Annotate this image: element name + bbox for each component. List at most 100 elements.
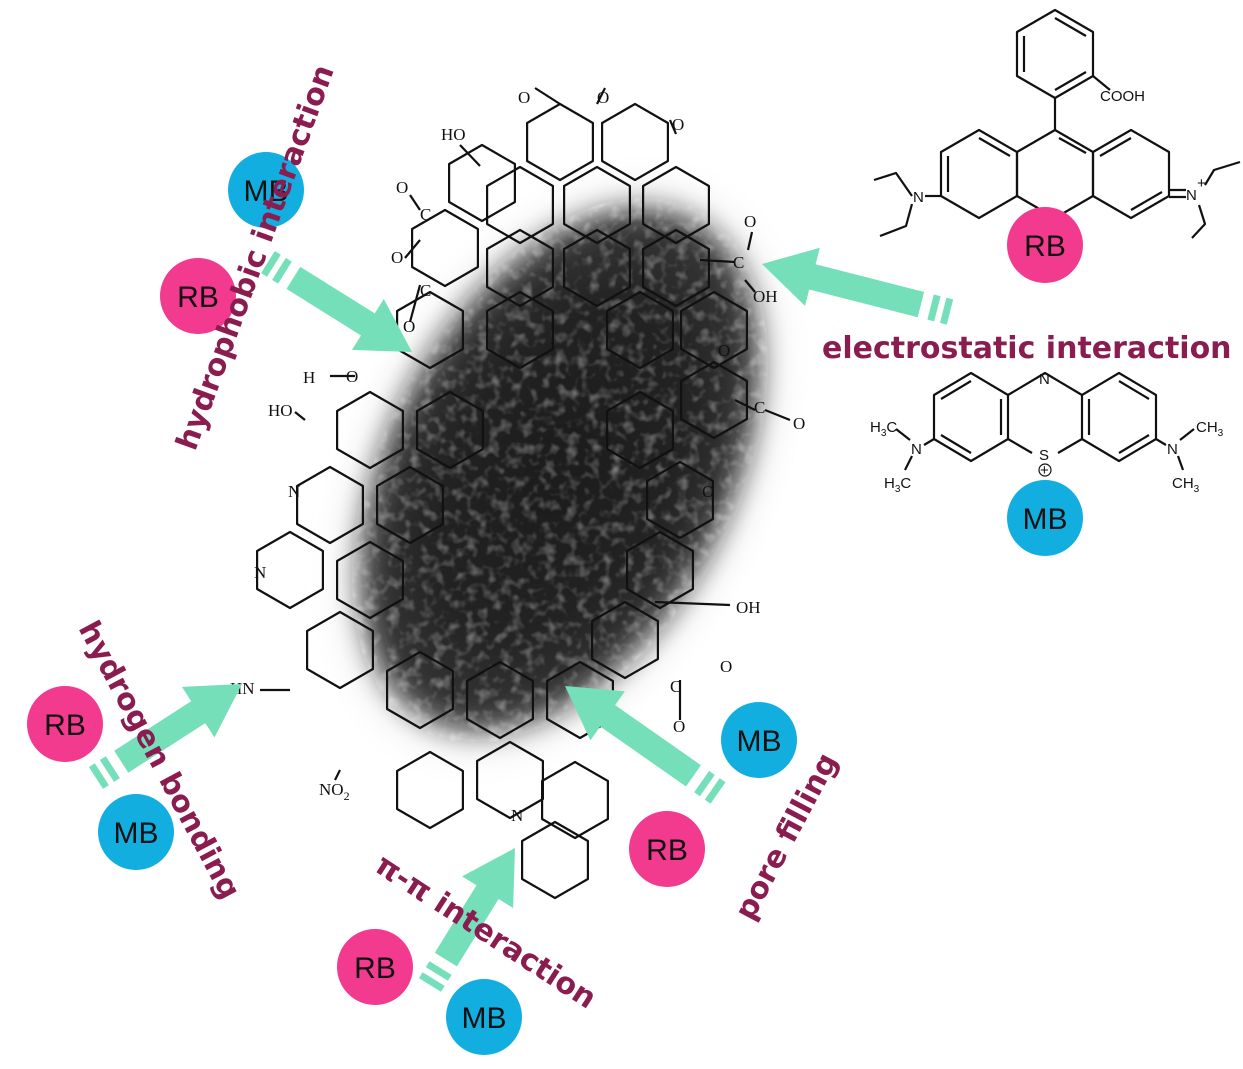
carbon-ring [562, 228, 632, 308]
carbon-ring [448, 143, 517, 223]
carbon-ring [306, 610, 374, 690]
methylene-blue-structure [895, 371, 1195, 471]
substituent-bond [699, 258, 736, 264]
arrow-tail-dash [940, 297, 954, 325]
substituent-bond [409, 194, 421, 211]
dye-mb-hydrophobic: MB [228, 152, 304, 228]
dye-label: MB [114, 817, 159, 850]
carbon-ring [486, 228, 555, 308]
atom-h-aldehyde: H [303, 368, 315, 387]
carbon-ring [386, 650, 454, 730]
carbon-ring [679, 290, 749, 370]
carbon-ring [679, 360, 749, 440]
dye-circle-shape [1007, 480, 1083, 556]
carbon-ring [545, 660, 615, 740]
atom-oh-right: OH [736, 598, 761, 617]
atom-o-lactone-2-ring: O [720, 657, 732, 676]
carbon-ring [486, 165, 555, 245]
atom-oh-cooh: OH [753, 287, 778, 306]
carbon-ring [336, 390, 404, 470]
mb-h3c-lower: H3C [884, 475, 911, 495]
arrow-tail-dash [89, 763, 109, 789]
dye-circle-shape [228, 152, 304, 228]
atom-o-anhydride-top: O [396, 178, 408, 197]
carbon-ring [525, 102, 595, 182]
atom-o-lactone: O [793, 414, 805, 433]
dye-rb-pore-filling: RB [629, 811, 705, 887]
substituent-bond [408, 284, 422, 323]
arrow-body [762, 247, 925, 318]
atom-c-lactone-2: C [670, 677, 681, 696]
atom-ho-top: HO [441, 125, 466, 144]
dye-circle-shape [160, 258, 236, 334]
arrow-tail-dash [927, 294, 941, 322]
substituent-bond [534, 87, 561, 105]
atom-o-aldehyde: O [346, 367, 358, 386]
rb-n-left: N [913, 189, 924, 206]
mb-s-label: S [1039, 447, 1049, 464]
carbon-ring [641, 165, 711, 245]
atom-n-pyridine: N [254, 563, 266, 582]
carbon-ring [376, 465, 444, 545]
dye-label: RB [1024, 230, 1066, 263]
structure-atom-labels: HO O O O O C O C O O C OH H O O C O HO N… [230, 88, 805, 825]
carbon-ring [605, 290, 675, 370]
substituent-bond [294, 411, 306, 421]
atom-o-lactone-ring: O [718, 341, 730, 360]
carbon-ring [600, 102, 670, 182]
carbon-ring [540, 760, 610, 840]
carbon-ring [645, 460, 715, 540]
dye-mb-pore-filling: MB [721, 702, 797, 778]
mb-positive-charge-circle [1038, 463, 1052, 477]
substituent-bond [404, 239, 421, 259]
atom-o-lactone-2: O [673, 717, 685, 736]
atom-o-anhydride-ring: O [391, 248, 403, 267]
label-hydrophobic-interaction: hydrophobic interaction [170, 60, 342, 454]
methylene-blue-labels: N S + N N H3C H3C CH3 CH3 [870, 371, 1224, 495]
atom-n-pyridone: N [288, 482, 300, 501]
dye-label: RB [354, 952, 396, 985]
arrow-pi-pi [419, 848, 515, 992]
substituent-bond [668, 119, 678, 135]
carbon-ring [466, 660, 535, 740]
arrow-tail-dash [261, 251, 281, 277]
carbon-ring [411, 208, 479, 288]
dye-circle-shape [27, 686, 103, 762]
atom-o-ether: O [702, 482, 714, 501]
dye-mb-pi-pi: MB [446, 979, 522, 1055]
arrow-tail-dash [99, 756, 120, 782]
dye-label: RB [177, 281, 219, 314]
dye-circle-shape [721, 702, 797, 778]
arrow-electrostatic [762, 247, 954, 325]
substituent-bond [746, 231, 754, 251]
dye-label: RB [646, 834, 688, 867]
mb-h3c-upper: H3C [870, 419, 897, 439]
dye-mb-hydrogen-bonding: MB [98, 794, 174, 870]
atom-o-anhydride-bottom: O [403, 317, 415, 336]
arrow-hydrophobic [261, 251, 412, 352]
dye-circle-shape [1007, 207, 1083, 283]
atom-c-anhydride-1: C [420, 205, 431, 224]
carbon-ring [396, 290, 464, 370]
substituent-bond [744, 279, 756, 293]
dye-mb-structure: MB [1007, 480, 1083, 556]
atom-no2: NO2 [319, 780, 350, 803]
carbon-ring [396, 750, 464, 830]
carbon-ring [296, 465, 364, 545]
substituent-bond [734, 399, 756, 411]
carbon-ring [256, 530, 324, 610]
atom-o-2: O [597, 88, 609, 107]
dye-circle-shape [446, 979, 522, 1055]
arrow-tail-dash [704, 778, 726, 804]
dye-circle-shape [98, 794, 174, 870]
arrow-tail-dash [272, 257, 292, 284]
carbon-ring [416, 390, 484, 470]
arrow-tail-dash [425, 961, 452, 981]
dye-rb-hydrophobic: RB [160, 258, 236, 334]
substituent-bond [596, 87, 606, 105]
arrow-body [434, 848, 515, 967]
carbon-ring [520, 820, 590, 900]
arrow-tail-dash [694, 770, 715, 797]
